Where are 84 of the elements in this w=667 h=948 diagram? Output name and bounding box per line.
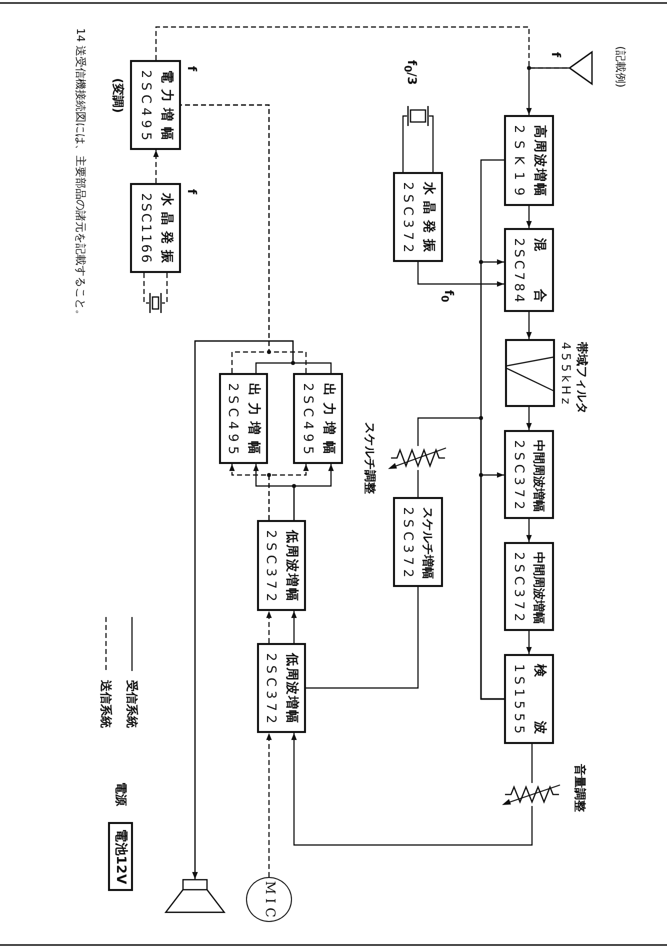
instruction-note: 14 送受信機接続図には、主要部品の諸元を記載すること。 bbox=[73, 28, 87, 320]
block-title: 出力増幅 bbox=[245, 383, 261, 460]
block-title: 高周波増幅 bbox=[531, 125, 547, 198]
block-title: 混合 bbox=[531, 238, 547, 340]
amplifier-block bbox=[504, 542, 554, 631]
part-number: 2SC1166 bbox=[137, 193, 153, 265]
battery-label: 電池12V bbox=[112, 829, 128, 884]
part-number: 2SC495 bbox=[299, 383, 315, 459]
signal-arrow bbox=[291, 733, 533, 846]
signal-line bbox=[155, 26, 569, 69]
signal-arrow bbox=[526, 407, 532, 430]
signal-arrow bbox=[526, 631, 532, 654]
variable-resistor-symbol bbox=[387, 446, 449, 470]
side-label: (変調) bbox=[111, 78, 125, 113]
part-number: 1S1555 bbox=[510, 664, 526, 738]
filter-label: 帯域フィルタ bbox=[575, 342, 589, 414]
amplifier-block bbox=[257, 520, 306, 611]
amplifier-block bbox=[219, 373, 268, 464]
variable-resistor-symbol bbox=[501, 783, 563, 806]
signal-line bbox=[531, 744, 533, 783]
part-number: 2SC372 bbox=[510, 552, 526, 626]
signal-arrow bbox=[526, 519, 532, 542]
block-title: 中間周波増幅 bbox=[531, 440, 547, 512]
signal-line bbox=[417, 470, 419, 497]
signal-arrow bbox=[229, 464, 270, 520]
signal-arrow bbox=[153, 150, 159, 183]
microphone-circle bbox=[246, 877, 292, 922]
signal-arrow bbox=[526, 67, 569, 115]
edge-label: f bbox=[549, 52, 563, 58]
side-label: スケルチ調整 bbox=[363, 422, 377, 494]
crystal-symbol bbox=[407, 106, 429, 126]
part-number: 2SC372 bbox=[510, 440, 526, 514]
amplifier-block bbox=[504, 115, 554, 206]
part-number: 2SC495 bbox=[224, 383, 240, 459]
signal-arrow bbox=[526, 206, 532, 228]
side-label: f bbox=[185, 189, 199, 194]
signal-line bbox=[306, 587, 419, 689]
block-title: スケルチ増幅 bbox=[420, 507, 436, 579]
part-number: 2SC372 bbox=[399, 182, 415, 256]
part-number: 2SC495 bbox=[137, 70, 153, 144]
block-title: 出力増幅 bbox=[320, 383, 336, 460]
part-number: 2SC784 bbox=[510, 238, 526, 306]
amplifier-block bbox=[393, 172, 443, 262]
block-title: 水晶発振 bbox=[420, 182, 436, 258]
block-title: 電力増幅 bbox=[158, 70, 174, 146]
block-title: 低周波増幅 bbox=[283, 653, 299, 724]
block-title: 検波 bbox=[531, 664, 547, 778]
signal-arrow bbox=[417, 262, 504, 287]
signal-arrow bbox=[291, 611, 297, 643]
part-number: 2SC372 bbox=[262, 653, 278, 728]
side-label: f bbox=[185, 66, 199, 72]
filter-label: 455kHz bbox=[559, 342, 573, 408]
signal-line bbox=[402, 115, 434, 173]
signal-line bbox=[143, 272, 168, 304]
legend-label: 送信系統 bbox=[99, 680, 113, 728]
mic-label: MIC bbox=[261, 881, 277, 922]
signal-arrow bbox=[253, 464, 295, 520]
signal-line bbox=[417, 417, 504, 700]
signal-arrow bbox=[266, 611, 272, 643]
amplifier-block bbox=[130, 183, 181, 273]
antenna-symbol bbox=[569, 51, 594, 85]
speaker-symbol bbox=[165, 879, 225, 913]
amplifier-block bbox=[130, 60, 181, 150]
legend-label: 受信系統 bbox=[125, 680, 139, 728]
amplifier-block bbox=[504, 228, 554, 312]
battery-box bbox=[108, 822, 133, 891]
amplifier-block bbox=[393, 497, 443, 587]
amplifier-block bbox=[504, 430, 554, 519]
signal-arrow bbox=[526, 312, 532, 339]
signal-arrow bbox=[192, 340, 294, 879]
amplifier-block bbox=[504, 654, 554, 744]
block-title: 水晶発振 bbox=[158, 193, 174, 269]
side-label: 音量調整 bbox=[573, 764, 587, 812]
part-number: 2SC372 bbox=[262, 530, 278, 606]
amplifier-block bbox=[257, 643, 306, 733]
part-number: 2SC372 bbox=[399, 507, 415, 582]
block-title: 低周波増幅 bbox=[283, 530, 299, 602]
amplifier-block bbox=[293, 373, 343, 464]
block-title: 中間周波増幅 bbox=[531, 552, 547, 624]
part-number: 2SK19 bbox=[510, 125, 526, 203]
crystal-symbol bbox=[149, 293, 162, 313]
example-note: (記載例) bbox=[613, 46, 627, 88]
side-label: 電源 bbox=[114, 782, 128, 806]
signal-arrow bbox=[266, 733, 272, 877]
